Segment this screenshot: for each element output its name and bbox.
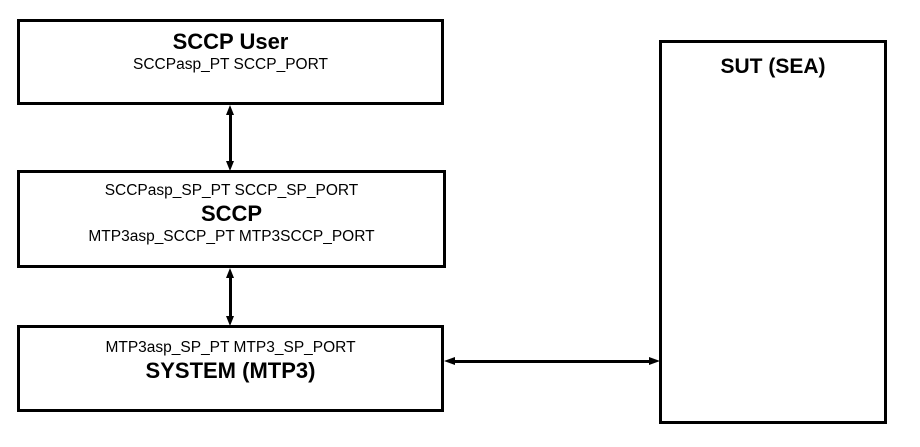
connector-sccp-to-system-mtp3	[226, 268, 235, 326]
node-sccp-user-ports: SCCPasp_PT SCCP_PORT	[133, 56, 328, 73]
node-sccp-title: SCCP	[200, 201, 263, 226]
connector-shaft	[229, 276, 232, 318]
node-system-mtp3-ports: MTP3asp_SP_PT MTP3_SP_PORT	[105, 339, 356, 356]
arrowhead-right-icon	[649, 357, 660, 365]
node-sccp-user: SCCP User SCCPasp_PT SCCP_PORT	[17, 19, 444, 105]
arrowhead-up-icon	[226, 105, 234, 115]
node-sccp-ports-lower: MTP3asp_SCCP_PT MTP3SCCP_PORT	[88, 228, 375, 245]
node-sccp: SCCPasp_SP_PT SCCP_SP_PORT SCCP MTP3asp_…	[17, 170, 446, 268]
node-system-mtp3-title: SYSTEM (MTP3)	[145, 358, 316, 383]
node-sccp-user-title: SCCP User	[172, 29, 289, 54]
arrowhead-up-icon	[226, 268, 234, 278]
node-sut-sea-title: SUT (SEA)	[720, 55, 826, 78]
node-sccp-ports-upper: SCCPasp_SP_PT SCCP_SP_PORT	[104, 182, 359, 199]
arrowhead-left-icon	[444, 357, 455, 365]
arrowhead-down-icon	[226, 161, 234, 171]
node-sut-sea: SUT (SEA)	[659, 40, 887, 424]
node-system-mtp3: MTP3asp_SP_PT MTP3_SP_PORT SYSTEM (MTP3)	[17, 325, 444, 412]
connector-system-mtp3-to-sut	[444, 357, 660, 366]
arrowhead-down-icon	[226, 316, 234, 326]
connector-shaft	[453, 360, 651, 363]
connector-sccp-user-to-sccp	[226, 105, 235, 171]
connector-shaft	[229, 113, 232, 163]
